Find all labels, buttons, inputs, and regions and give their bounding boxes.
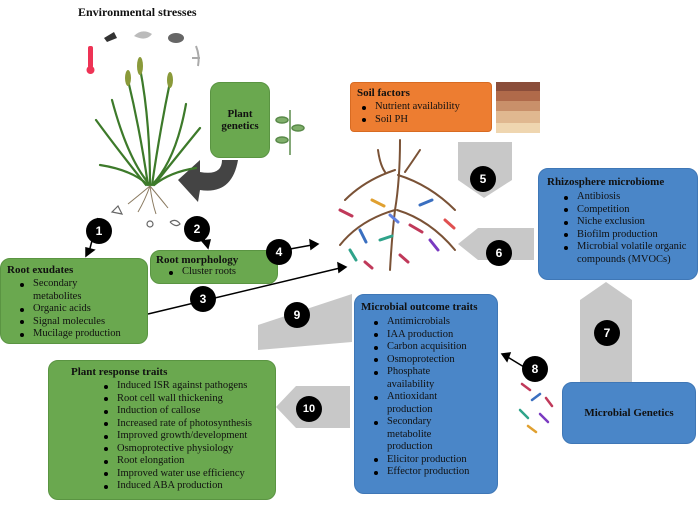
step-7-badge: 7 bbox=[594, 320, 620, 346]
small-plant bbox=[275, 110, 305, 155]
list-item: Osmoprotective physiology bbox=[99, 443, 267, 456]
list-item: Root elongation bbox=[99, 455, 267, 468]
list-item: Carbon acquisition bbox=[369, 341, 491, 354]
list-item: Improved water use efficiency bbox=[99, 468, 267, 481]
list-item: Biofilm production bbox=[559, 229, 689, 242]
list-item: Secondary metabolite production bbox=[369, 416, 457, 454]
plant-genetics-box: Plant genetics bbox=[210, 82, 270, 158]
list-item: Induction of callose bbox=[99, 405, 267, 418]
step-1-badge: 1 bbox=[86, 218, 112, 244]
root-exudates-title: Root exudates bbox=[7, 264, 74, 276]
list-item: IAA production bbox=[369, 329, 491, 342]
step-8-badge: 8 bbox=[522, 356, 548, 382]
list-item: Niche exclusion bbox=[559, 216, 689, 229]
list-item: Competition bbox=[559, 204, 689, 217]
root-exudates-list: Secondary metabolites Organic acids Sign… bbox=[7, 278, 141, 341]
list-item: Phosphate availability bbox=[369, 366, 457, 391]
list-item: Osmoprotection bbox=[369, 354, 491, 367]
microbial-outcome-title: Microbial outcome traits bbox=[361, 301, 478, 313]
list-item: Antioxidant production bbox=[369, 391, 457, 416]
list-item: Microbial volatile organic compounds (MV… bbox=[559, 241, 689, 266]
plant-roots bbox=[127, 185, 169, 215]
page-title: Environmental stresses bbox=[78, 5, 197, 19]
list-item: Soil PH bbox=[357, 114, 485, 127]
step-2-badge: 2 bbox=[184, 216, 210, 242]
step-10-badge: 10 bbox=[296, 396, 322, 422]
microbial-genetics-label: Microbial Genetics bbox=[584, 407, 674, 419]
rhizosphere-list: Antibiosis Competition Niche exclusion B… bbox=[547, 191, 689, 266]
list-item: Signal molecules bbox=[15, 316, 141, 329]
microbes bbox=[338, 198, 456, 270]
exudate-icons bbox=[110, 204, 181, 228]
list-item: Root cell wall thickening bbox=[99, 393, 267, 406]
list-item: Mucilage production bbox=[15, 328, 141, 341]
step-4-badge: 4 bbox=[266, 239, 292, 265]
root-system bbox=[339, 139, 456, 271]
microbe-cluster bbox=[518, 382, 554, 434]
plant-illustration bbox=[94, 66, 202, 187]
plant-response-list: Induced ISR against pathogens Root cell … bbox=[57, 380, 267, 493]
curved-arrow bbox=[178, 160, 238, 202]
step-5-badge: 5 bbox=[470, 166, 496, 192]
list-item: Elicitor production bbox=[369, 454, 491, 467]
rhizosphere-title: Rhizosphere microbiome bbox=[547, 176, 665, 188]
root-exudates-box: Root exudates Secondary metabolites Orga… bbox=[0, 258, 148, 344]
root-morphology-box: Root morphology Cluster roots bbox=[150, 250, 278, 284]
list-item: Induced ABA production bbox=[99, 480, 267, 493]
root-morphology-title: Root morphology bbox=[156, 254, 239, 266]
list-item: Induced ISR against pathogens bbox=[99, 380, 267, 393]
microbial-outcome-list: Antimicrobials IAA production Carbon acq… bbox=[361, 316, 491, 479]
list-item: Effector production bbox=[369, 466, 491, 479]
soil-layers bbox=[496, 82, 540, 133]
list-item: Increased rate of photosynthesis bbox=[99, 418, 267, 431]
plant-response-box: Plant response traits Induced ISR agains… bbox=[48, 360, 276, 500]
microbial-outcome-box: Microbial outcome traits Antimicrobials … bbox=[354, 294, 498, 494]
list-item: Nutrient availability bbox=[357, 101, 485, 114]
step-3-badge: 3 bbox=[190, 286, 216, 312]
root-morphology-list: Cluster roots bbox=[156, 266, 272, 279]
step-6-badge: 6 bbox=[486, 240, 512, 266]
stress-icons bbox=[86, 31, 200, 74]
list-item: Secondary metabolites bbox=[15, 278, 103, 303]
microbial-genetics-box: Microbial Genetics bbox=[562, 382, 696, 444]
list-item: Improved growth/development bbox=[99, 430, 267, 443]
soil-factors-box: Soil factors Nutrient availability Soil … bbox=[350, 82, 492, 132]
soil-factors-list: Nutrient availability Soil PH bbox=[357, 101, 485, 126]
plant-genetics-label: Plant genetics bbox=[221, 108, 259, 132]
step-9-badge: 9 bbox=[284, 302, 310, 328]
soil-factors-title: Soil factors bbox=[357, 87, 410, 99]
plant-response-title: Plant response traits bbox=[71, 366, 168, 378]
list-item: Antibiosis bbox=[559, 191, 689, 204]
list-item: Cluster roots bbox=[164, 266, 272, 279]
rhizosphere-microbiome-box: Rhizosphere microbiome Antibiosis Compet… bbox=[538, 168, 698, 280]
list-item: Antimicrobials bbox=[369, 316, 491, 329]
list-item: Organic acids bbox=[15, 303, 141, 316]
